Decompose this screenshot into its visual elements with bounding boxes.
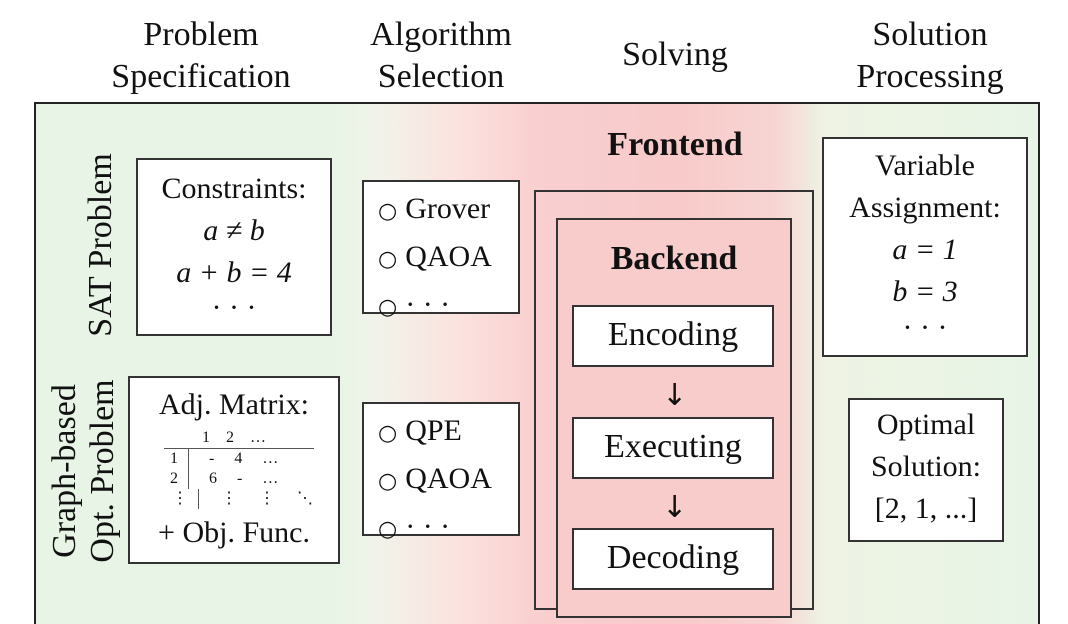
bullet-icon: ○	[378, 295, 398, 320]
header-solution-processing: Solution Processing	[856, 16, 1004, 95]
assignment-a: a = 1	[892, 233, 958, 266]
matrix-cell: 4	[234, 450, 243, 467]
decoding-step: Decoding	[572, 528, 774, 590]
sat-algorithm-more: · · ·	[405, 288, 451, 321]
sat-algorithm-item: ○ QAOA	[378, 234, 492, 282]
constraint-2: a + b = 4	[176, 256, 292, 289]
matrix-cell: 2	[170, 469, 189, 489]
graph-algorithm-item: ○ QPE	[378, 408, 492, 456]
optimal-solution-value: [2, 1, ...]	[874, 492, 978, 525]
adjacency-matrix-box: Adj. Matrix: 1 2 … 1 - 4 … 2 6 - … ⋮ ⋮ ⋮…	[128, 376, 340, 564]
matrix-cell: -	[237, 470, 243, 487]
graph-problem-label: Graph-based Opt. Problem	[46, 379, 121, 563]
matrix-row: ⋮ ⋮ ⋮ ⋱	[164, 489, 314, 509]
bullet-icon: ○	[378, 421, 398, 446]
matrix-row: 2 6 - …	[164, 469, 314, 489]
matrix-row: 1 - 4 …	[164, 449, 314, 469]
matrix-cell: ⋮	[172, 489, 199, 509]
sat-problem-label: SAT Problem	[82, 153, 119, 337]
constraint-more: · · ·	[211, 291, 257, 324]
graph-algorithm-qaoa: QAOA	[405, 462, 492, 495]
executing-step: Executing	[572, 417, 774, 479]
graph-algorithm-qpe: QPE	[405, 414, 462, 447]
bullet-icon: ○	[378, 517, 398, 542]
matrix-cell: …	[262, 470, 279, 487]
matrix-cell: 1	[170, 449, 189, 469]
graph-algorithm-more: · · ·	[405, 510, 451, 543]
matrix-header-cell: 2	[226, 429, 234, 446]
sat-algorithm-qaoa: QAOA	[405, 240, 492, 273]
matrix-header-cell: 1	[202, 429, 210, 446]
sat-algorithm-item: ○ Grover	[378, 186, 492, 234]
matrix-cell: ⋱	[297, 490, 313, 507]
bullet-icon: ○	[378, 199, 398, 224]
frontend-label: Frontend	[607, 126, 743, 163]
matrix-title: Adj. Matrix:	[159, 388, 309, 421]
header-solving: Solving	[622, 36, 728, 73]
matrix-cell: ⋮	[259, 490, 275, 507]
backend-label: Backend	[610, 240, 738, 277]
matrix-header-row: 1 2 …	[164, 428, 314, 449]
graph-algorithm-item: ○ QAOA	[378, 456, 492, 504]
sat-algorithms-box: ○ Grover ○ QAOA ○ · · ·	[362, 180, 520, 321]
variable-assignment-box: Variable Assignment: a = 1 b = 3 · · ·	[822, 137, 1028, 357]
matrix-cell: ⋮	[221, 490, 237, 507]
adjacency-matrix-table: 1 2 … 1 - 4 … 2 6 - … ⋮ ⋮ ⋮ ⋱	[164, 428, 314, 509]
matrix-cell: …	[262, 450, 279, 467]
optimal-solution-title: Optimal Solution:	[870, 408, 982, 483]
down-arrow-icon: ↓	[662, 378, 688, 413]
graph-algorithms-box: ○ QPE ○ QAOA ○ · · ·	[362, 402, 520, 543]
assignment-more: · · ·	[902, 311, 948, 344]
matrix-header-cell: …	[250, 429, 266, 446]
header-algorithm-selection: Algorithm Selection	[370, 16, 512, 95]
header-problem-specification: Problem Specification	[111, 16, 291, 95]
assignment-b: b = 3	[892, 275, 958, 308]
graph-algorithm-item: ○ · · ·	[378, 504, 492, 552]
constraint-1: a ≠ b	[203, 214, 265, 247]
matrix-cell: 6	[209, 470, 217, 487]
constraints-title: Constraints:	[161, 172, 307, 205]
encoding-step: Encoding	[572, 305, 774, 367]
objective-function: + Obj. Func.	[158, 516, 310, 549]
optimal-solution-box: Optimal Solution: [2, 1, ...]	[848, 398, 1004, 542]
bullet-icon: ○	[378, 469, 398, 494]
variable-assignment-title: Variable Assignment:	[849, 149, 1001, 224]
down-arrow-icon: ↓	[662, 490, 688, 525]
constraints-box: Constraints: a ≠ b a + b = 4 · · ·	[136, 158, 332, 336]
sat-algorithm-item: ○ · · ·	[378, 282, 492, 330]
sat-algorithm-grover: Grover	[405, 192, 491, 225]
matrix-cell: -	[209, 450, 215, 467]
bullet-icon: ○	[378, 247, 398, 272]
